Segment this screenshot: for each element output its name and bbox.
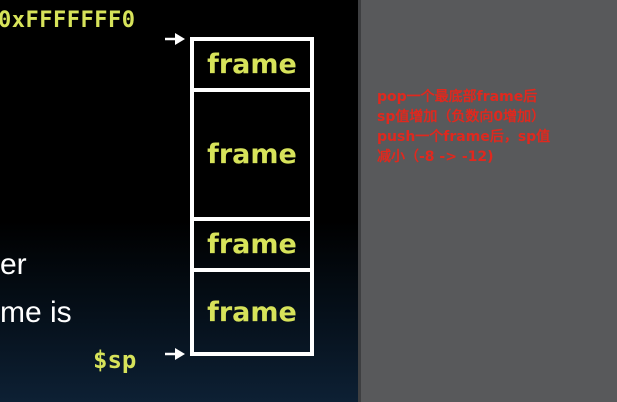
top-address-label: 0xFFFFFFF0	[0, 8, 136, 33]
stack-frame-box: frame	[190, 37, 314, 92]
stack-frame-label: frame	[207, 229, 297, 260]
annotation-line: pop一个最底部frame后	[377, 89, 538, 105]
stack-pointer-arrow-icon	[165, 348, 185, 360]
cut-off-text-line-2: me is	[0, 296, 72, 329]
stack-frame-box: frame	[190, 88, 314, 221]
stack-frame-label: frame	[207, 49, 297, 80]
annotation-text: pop一个最底部frame后 sp值增加（负数向0增加） push一个frame…	[377, 87, 607, 167]
stack-frame-box: frame	[190, 268, 314, 356]
annotation-line: 减小（-8 -> -12)	[377, 149, 494, 165]
annotation-panel: pop一个最底部frame后 sp值增加（负数向0增加） push一个frame…	[361, 0, 617, 402]
stack-diagram-slide: 0xFFFFFFF0 er me is frame frame frame fr…	[0, 0, 358, 402]
stack-frame-box: frame	[190, 217, 314, 272]
cut-off-text-line-1: er	[0, 248, 27, 281]
stack-frame-label: frame	[207, 296, 297, 328]
annotation-line: push一个frame后，sp值	[377, 129, 551, 145]
top-address-arrow-icon	[165, 33, 185, 45]
panel-divider	[358, 0, 361, 402]
stack-frame-label: frame	[207, 139, 297, 170]
stack-pointer-label: $sp	[93, 346, 137, 374]
annotation-line: sp值增加（负数向0增加）	[377, 109, 546, 125]
